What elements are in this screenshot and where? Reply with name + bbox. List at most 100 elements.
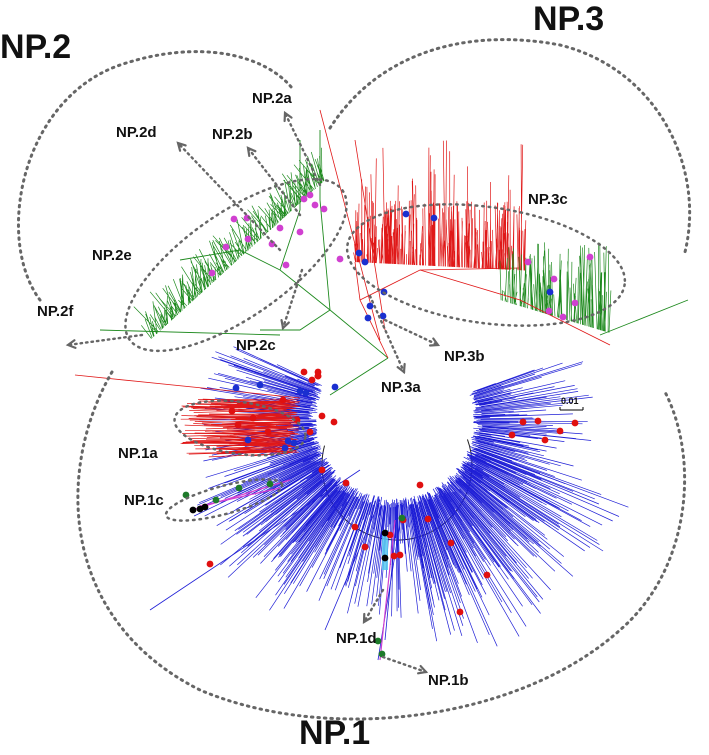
np1-long-blue-branches-left	[193, 450, 349, 611]
np2d-arrow-head	[176, 141, 187, 152]
red-marker	[264, 428, 272, 436]
np1a-red-branches	[180, 398, 300, 458]
red-marker	[416, 481, 424, 489]
np2-green-branches	[133, 147, 325, 339]
red-marker	[300, 368, 308, 376]
magenta-marker	[296, 228, 304, 236]
black-marker	[381, 554, 389, 562]
blue-marker	[244, 436, 252, 444]
blue-marker	[430, 214, 438, 222]
magenta-marker	[306, 191, 314, 199]
np2d-arrow	[176, 141, 282, 252]
blue-marker	[232, 384, 240, 392]
clade-label-np2: NP.2	[0, 28, 71, 66]
blue-marker	[256, 381, 264, 389]
magenta-marker	[559, 313, 567, 321]
subclade-label-np1c: NP.1c	[124, 492, 164, 509]
np1c-ellipse	[164, 478, 284, 522]
magenta-marker	[276, 224, 284, 232]
magenta-marker	[300, 195, 308, 203]
subclade-label-np2a: NP.2a	[252, 90, 292, 107]
clade-annotations: 0.01	[17, 38, 692, 721]
red-marker	[508, 431, 516, 439]
black-marker	[189, 506, 197, 514]
clade-labels: NP.2 NP.3 NP.1 NP.2a NP.2b NP.2d NP.3c N…	[0, 0, 604, 752]
np2a-arrow-head	[283, 110, 293, 123]
green-marker	[378, 650, 386, 658]
blue-marker	[302, 389, 310, 397]
red-marker	[447, 539, 455, 547]
np2e-ellipse	[124, 177, 348, 353]
np3-green-branches	[499, 242, 612, 333]
np1-clade-arc	[76, 370, 687, 721]
red-marker	[249, 414, 257, 422]
red-marker	[556, 427, 564, 435]
magenta-marker	[222, 243, 230, 251]
magenta-marker	[550, 275, 558, 283]
scale-bar-label: 0.01	[561, 396, 579, 406]
green-marker	[235, 484, 243, 492]
magenta-marker	[208, 269, 216, 277]
red-marker	[351, 523, 359, 531]
np3b-arrow	[383, 318, 440, 347]
np2f-arrow-head	[65, 339, 77, 349]
np1-long-blue-branches	[409, 448, 629, 647]
red-marker	[519, 418, 527, 426]
np1d-arrow	[362, 588, 385, 624]
black-marker	[201, 503, 209, 511]
subclade-label-np1a: NP.1a	[118, 445, 158, 462]
clade-label-np1: NP.1	[299, 714, 370, 750]
magenta-marker	[545, 307, 553, 315]
blue-marker	[281, 444, 289, 452]
red-marker	[318, 412, 326, 420]
blue-marker	[379, 312, 387, 320]
red-marker	[534, 417, 542, 425]
subclade-label-np1d: NP.1d	[336, 630, 377, 647]
blue-marker	[290, 439, 298, 447]
np1-long-rays	[149, 469, 404, 661]
red-marker	[314, 372, 322, 380]
red-marker	[571, 419, 579, 427]
np1a-ellipse	[173, 399, 307, 457]
np2-clade-arc	[17, 50, 294, 302]
magenta-marker	[230, 215, 238, 223]
magenta-marker	[282, 261, 290, 269]
np2b-arrow	[246, 146, 302, 217]
subclade-label-np2f: NP.2f	[37, 303, 74, 320]
np2f-arrow	[66, 333, 144, 347]
red-marker	[330, 418, 338, 426]
np3c-ellipse	[345, 203, 627, 327]
magenta-marker	[268, 240, 276, 248]
np2c-arrow-head	[280, 319, 290, 331]
subclade-label-np3b: NP.3b	[444, 348, 485, 365]
np1b-arrow	[381, 655, 428, 674]
red-marker	[396, 551, 404, 559]
red-marker	[206, 560, 214, 568]
magenta-marker	[244, 235, 252, 243]
tree-branches	[74, 109, 689, 661]
np1d-arrow-head	[362, 612, 372, 624]
subclade-label-np3c: NP.3c	[528, 191, 568, 208]
np1b-magenta-branch	[379, 519, 396, 661]
magenta-marker	[320, 205, 328, 213]
blue-marker	[284, 437, 292, 445]
magenta-marker	[571, 299, 579, 307]
blue-marker	[361, 258, 369, 266]
np2a-arrow	[283, 111, 322, 187]
red-marker	[308, 376, 316, 384]
blue-marker	[546, 288, 554, 296]
subclade-label-np3a: NP.3a	[381, 379, 421, 396]
red-marker	[342, 479, 350, 487]
green-marker	[398, 514, 406, 522]
magenta-marker	[586, 253, 594, 261]
red-marker	[390, 552, 398, 560]
np3-long-green-branch	[599, 299, 689, 336]
np3-lower-backbone	[419, 269, 611, 346]
blue-marker	[331, 383, 339, 391]
blue-marker	[364, 314, 372, 322]
np3b-arrow-head	[428, 337, 441, 347]
red-marker	[279, 396, 287, 404]
subclade-label-np2e: NP.2e	[92, 247, 132, 264]
blue-marker	[366, 302, 374, 310]
